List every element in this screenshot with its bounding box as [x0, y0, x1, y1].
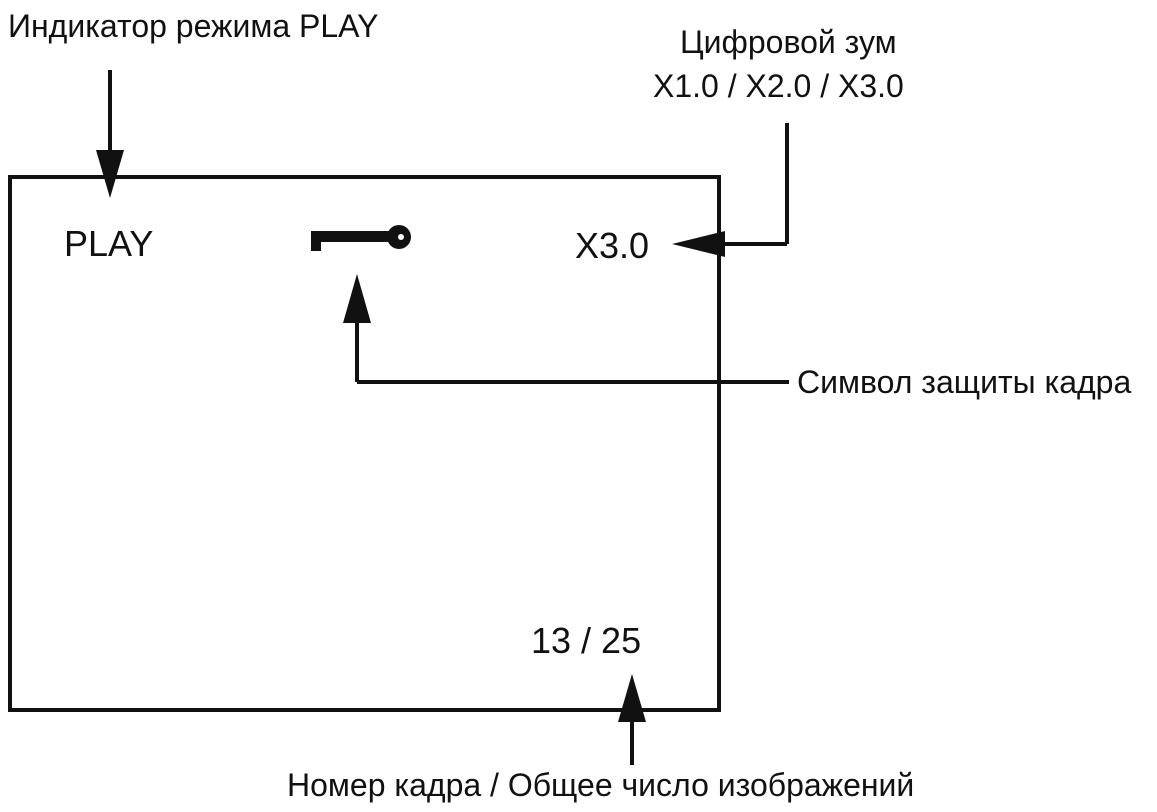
protect-symbol-label: Символ защиты кадра — [797, 364, 1132, 400]
key-icon — [311, 225, 411, 251]
play-mode-indicator: PLAY — [64, 223, 154, 264]
digital-zoom-values: X1.0 / X2.0 / X3.0 — [653, 68, 904, 104]
screen-frame — [8, 175, 721, 712]
frame-counter-arrow — [618, 674, 646, 765]
frame-counter-label: Номер кадра / Общее число изображений — [287, 767, 915, 803]
protect-symbol-arrow — [343, 274, 789, 384]
zoom-arrow — [672, 123, 789, 257]
play-indicator-label: Индикатор режима PLAY — [8, 8, 379, 44]
frame-counter: 13 / 25 — [531, 620, 642, 661]
zoom-indicator: X3.0 — [575, 225, 650, 266]
digital-zoom-title: Цифровой зум — [680, 24, 897, 60]
play-indicator-arrow — [96, 70, 124, 198]
